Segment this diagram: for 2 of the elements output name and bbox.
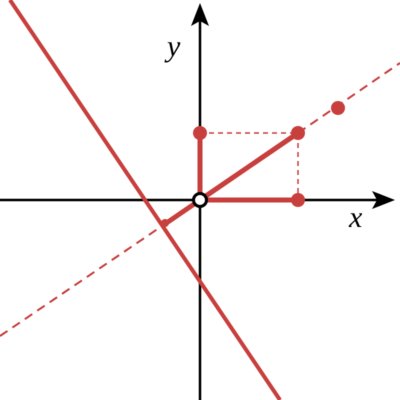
axis-label: x [349, 203, 362, 233]
axis-label: y [167, 32, 180, 62]
